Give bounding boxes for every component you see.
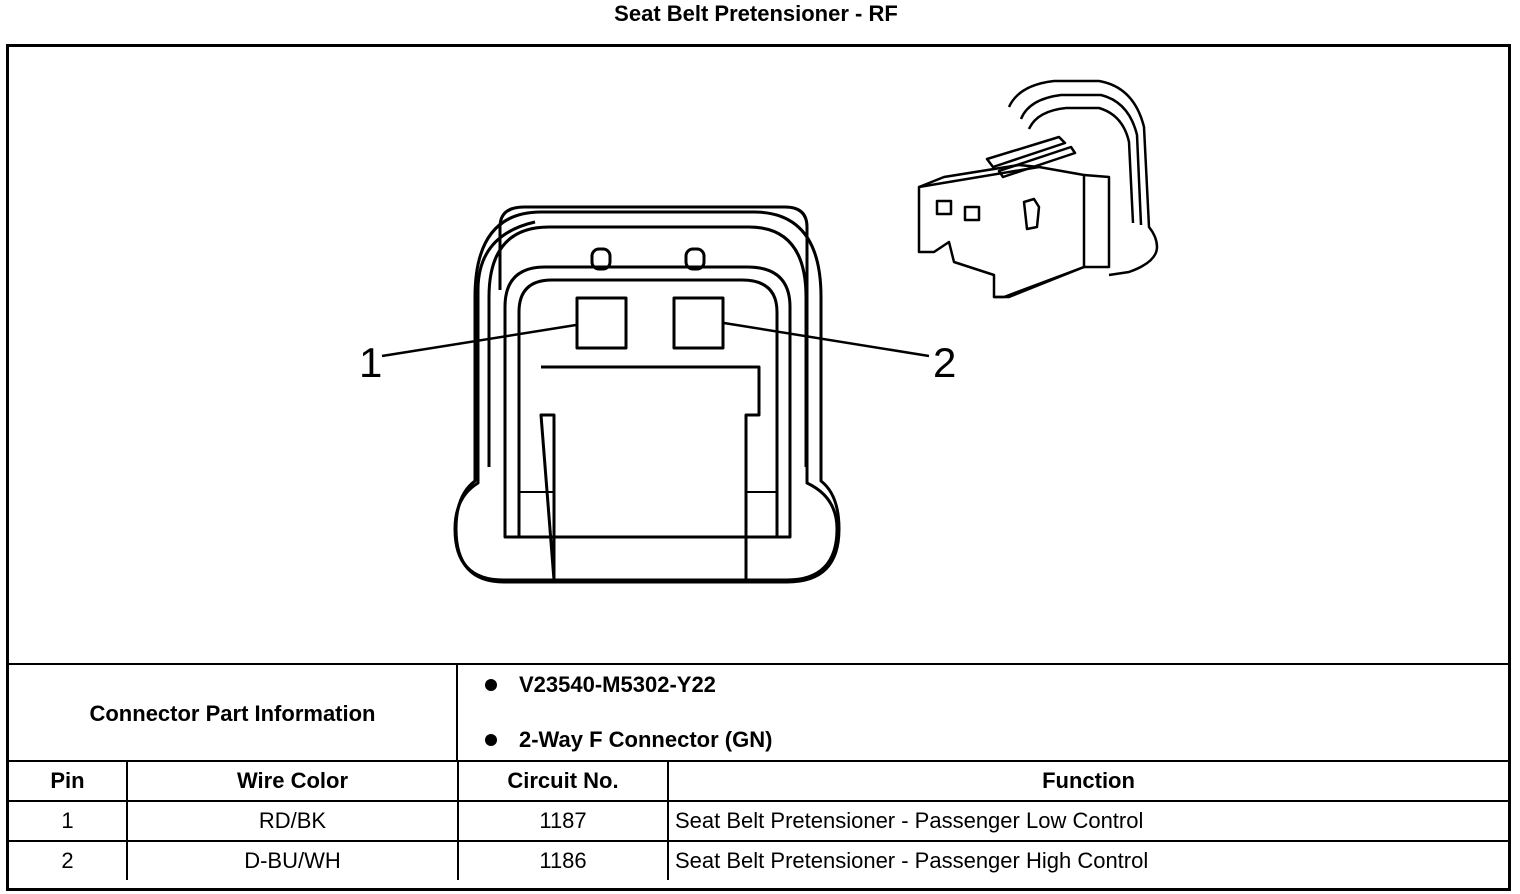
page-title: Seat Belt Pretensioner - RF <box>614 1 898 26</box>
header-pin: Pin <box>9 760 128 802</box>
connector-outer-shell <box>453 205 839 582</box>
connector-inner-cavity <box>503 265 792 539</box>
connector-iso-view <box>917 79 1159 299</box>
connector-info-item: V23540-M5302-Y22 <box>479 671 772 698</box>
cell-function: Seat Belt Pretensioner - Passenger High … <box>667 840 1508 880</box>
table-row: 1 RD/BK 1187 Seat Belt Pretensioner - Pa… <box>9 800 1508 842</box>
pin-2-label: 2 <box>933 339 956 386</box>
pin-1-cavity <box>575 296 628 350</box>
bullet-icon <box>485 678 497 691</box>
cell-circuit: 1187 <box>457 800 669 842</box>
pin-1-label: 1 <box>359 339 382 386</box>
cell-wire-color: D-BU/WH <box>126 840 459 880</box>
header-function: Function <box>667 760 1508 802</box>
pin-1-leader <box>381 323 577 358</box>
connector-sheet: 1 2 Connector Part Information V23540-M5… <box>6 44 1511 891</box>
connector-face-diagram: 1 2 <box>359 79 1159 584</box>
keyway <box>539 365 761 582</box>
bullet-icon <box>485 733 497 746</box>
part-number: V23540-M5302-Y22 <box>519 672 716 697</box>
connector-info-label: Connector Part Information <box>9 665 458 762</box>
cell-circuit: 1186 <box>457 840 669 880</box>
header-wire-color: Wire Color <box>126 760 459 802</box>
pin-2-cavity <box>672 296 725 350</box>
cell-function: Seat Belt Pretensioner - Passenger Low C… <box>667 800 1508 842</box>
cell-pin: 2 <box>9 840 128 880</box>
connector-info-row: Connector Part Information V23540-M5302-… <box>9 663 1508 762</box>
header-circuit: Circuit No. <box>457 760 669 802</box>
connector-info-item: 2-Way F Connector (GN) <box>479 726 772 753</box>
table-row: 2 D-BU/WH 1186 Seat Belt Pretensioner - … <box>9 840 1508 880</box>
cell-wire-color: RD/BK <box>126 800 459 842</box>
pinout-table: Pin Wire Color Circuit No. Function 1 RD… <box>9 760 1508 880</box>
pin-2-leader <box>723 321 930 358</box>
cell-pin: 1 <box>9 800 128 842</box>
connector-description: 2-Way F Connector (GN) <box>519 727 773 752</box>
table-header-row: Pin Wire Color Circuit No. Function <box>9 760 1508 802</box>
connector-info-list: V23540-M5302-Y22 2-Way F Connector (GN) <box>479 671 772 781</box>
